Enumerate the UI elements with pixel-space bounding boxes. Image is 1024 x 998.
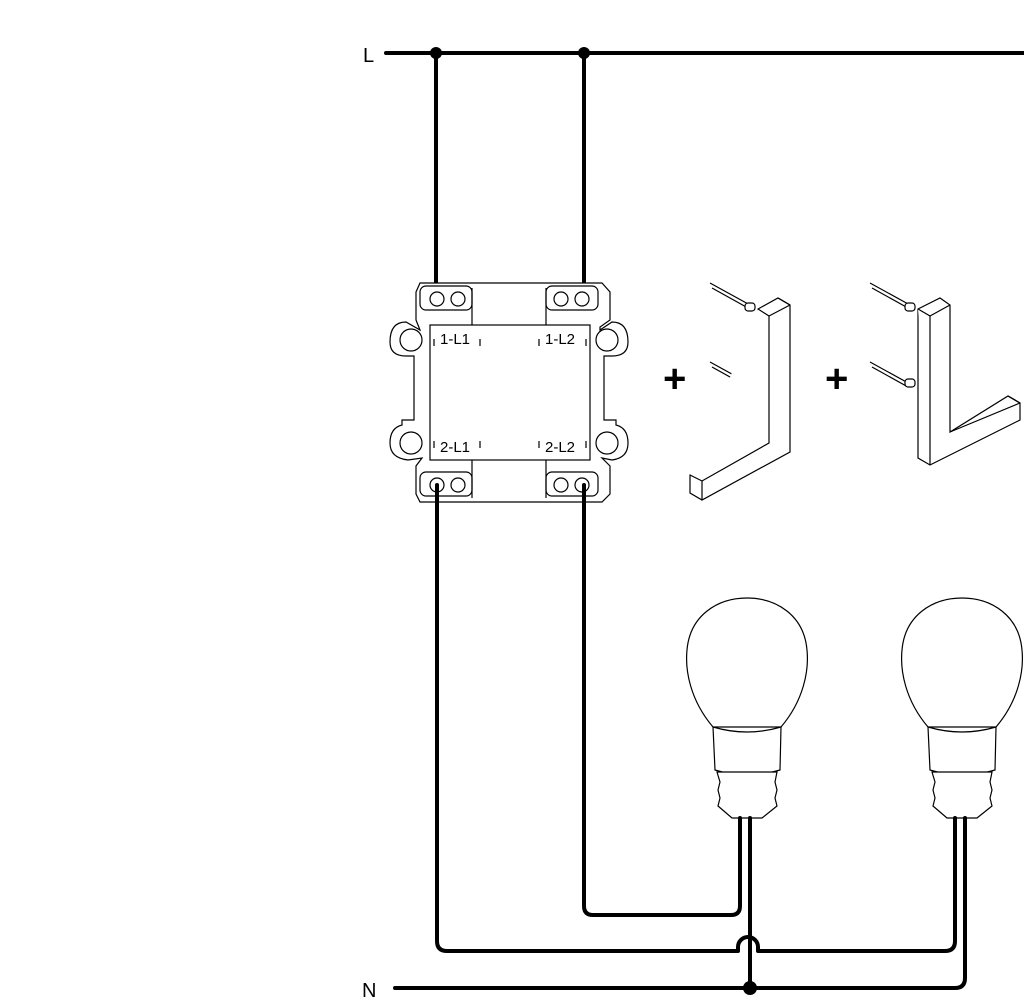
live-label: L bbox=[363, 45, 374, 67]
lamp-1 bbox=[686, 597, 808, 819]
neutral-label: N bbox=[362, 980, 376, 998]
plus-sign-1: + bbox=[663, 357, 686, 401]
rocker-right bbox=[869, 282, 1021, 466]
switched-wires bbox=[435, 483, 957, 953]
neutral-wire bbox=[393, 816, 967, 995]
lamp-2 bbox=[901, 597, 1023, 819]
switch-insert: 1-L1 1-L2 2-L1 2-L2 bbox=[389, 282, 629, 503]
live-wire bbox=[384, 47, 1024, 300]
terminal-label-1-l2: 1-L2 bbox=[545, 331, 575, 348]
plus-sign-2: + bbox=[825, 357, 848, 401]
terminal-label-2-l2: 2-L2 bbox=[545, 439, 575, 456]
rocker-left bbox=[689, 282, 791, 501]
terminal-label-2-l1: 2-L1 bbox=[440, 439, 470, 456]
terminal-label-1-l1: 1-L1 bbox=[440, 331, 470, 348]
terminal-screws bbox=[429, 291, 590, 493]
